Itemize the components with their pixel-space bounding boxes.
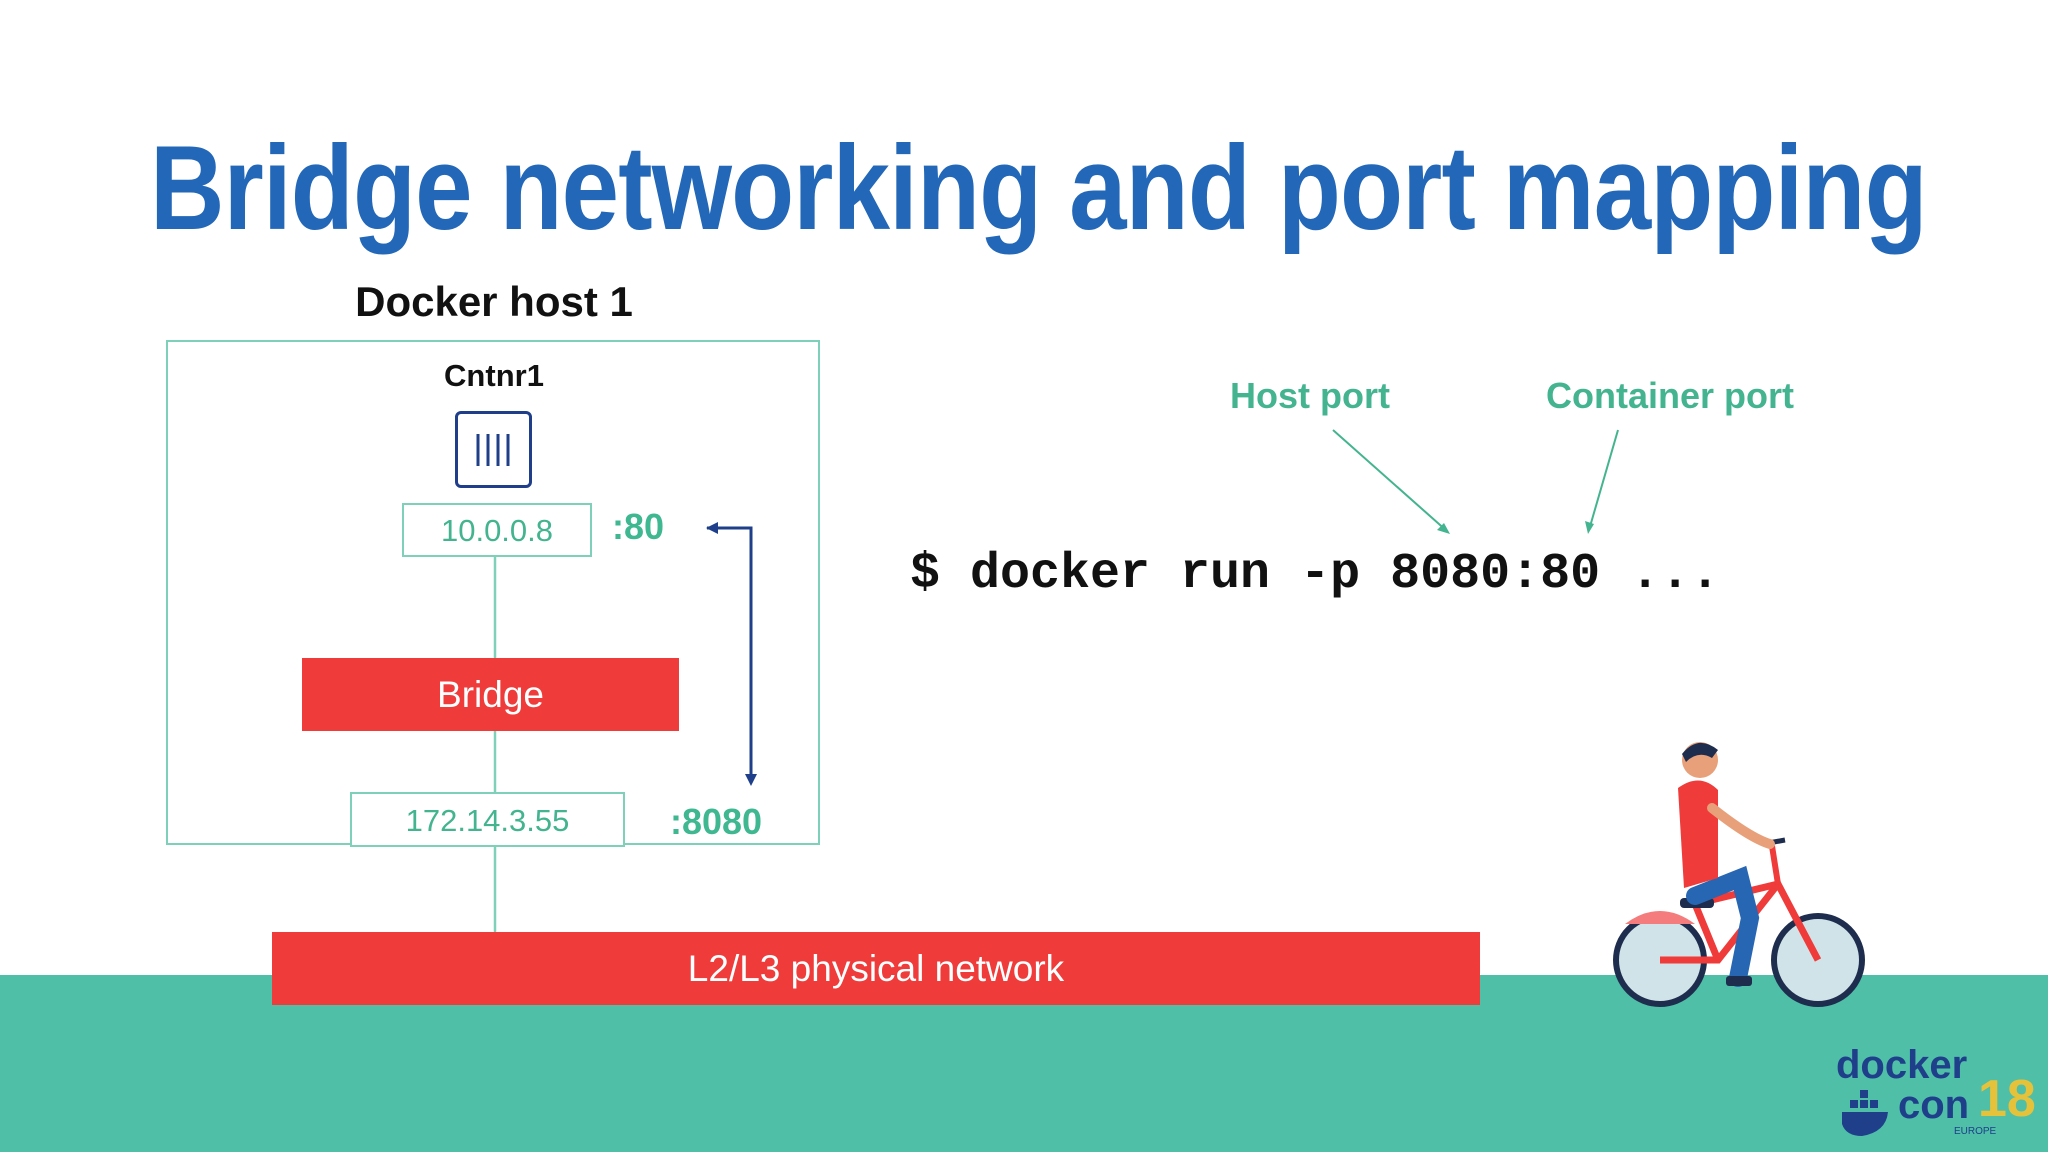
port-map-arrowhead-down [745,774,757,786]
physical-network-bar: L2/L3 physical network [272,932,1480,1005]
container-port-pointer [1588,429,1619,531]
logo-line2: con [1898,1083,1969,1127]
host-ip-box: 172.14.3.55 [350,792,625,847]
dockercon-logo: docker con 18 EUROPE [1836,1040,2036,1152]
cyclist-illustration [1613,742,1865,1007]
port-map-arrowhead-left [706,522,718,534]
container-port-label: :80 [612,506,665,547]
logo-sub: EUROPE [1954,1126,1997,1137]
container-icon [455,411,532,488]
container-port-pointer-head [1585,521,1594,534]
logo-line1: docker [1836,1043,1967,1087]
port-map-arrow [707,526,753,778]
container-name-label: Cntnr1 [444,358,544,393]
container-ip-box: 10.0.0.8 [402,503,592,557]
host-port-label: :8080 [670,801,763,842]
container-port-annotation: Container port [1546,375,1794,416]
docker-host-label: Docker host 1 [355,278,633,325]
logo-number: 18 [1978,1070,2036,1128]
bridge-bar: Bridge [302,658,679,731]
host-port-annotation: Host port [1230,375,1390,416]
docker-run-command: $ docker run -p 8080:80 ... [910,546,1721,603]
host-port-pointer-head [1437,523,1450,534]
host-port-pointer [1332,429,1449,533]
